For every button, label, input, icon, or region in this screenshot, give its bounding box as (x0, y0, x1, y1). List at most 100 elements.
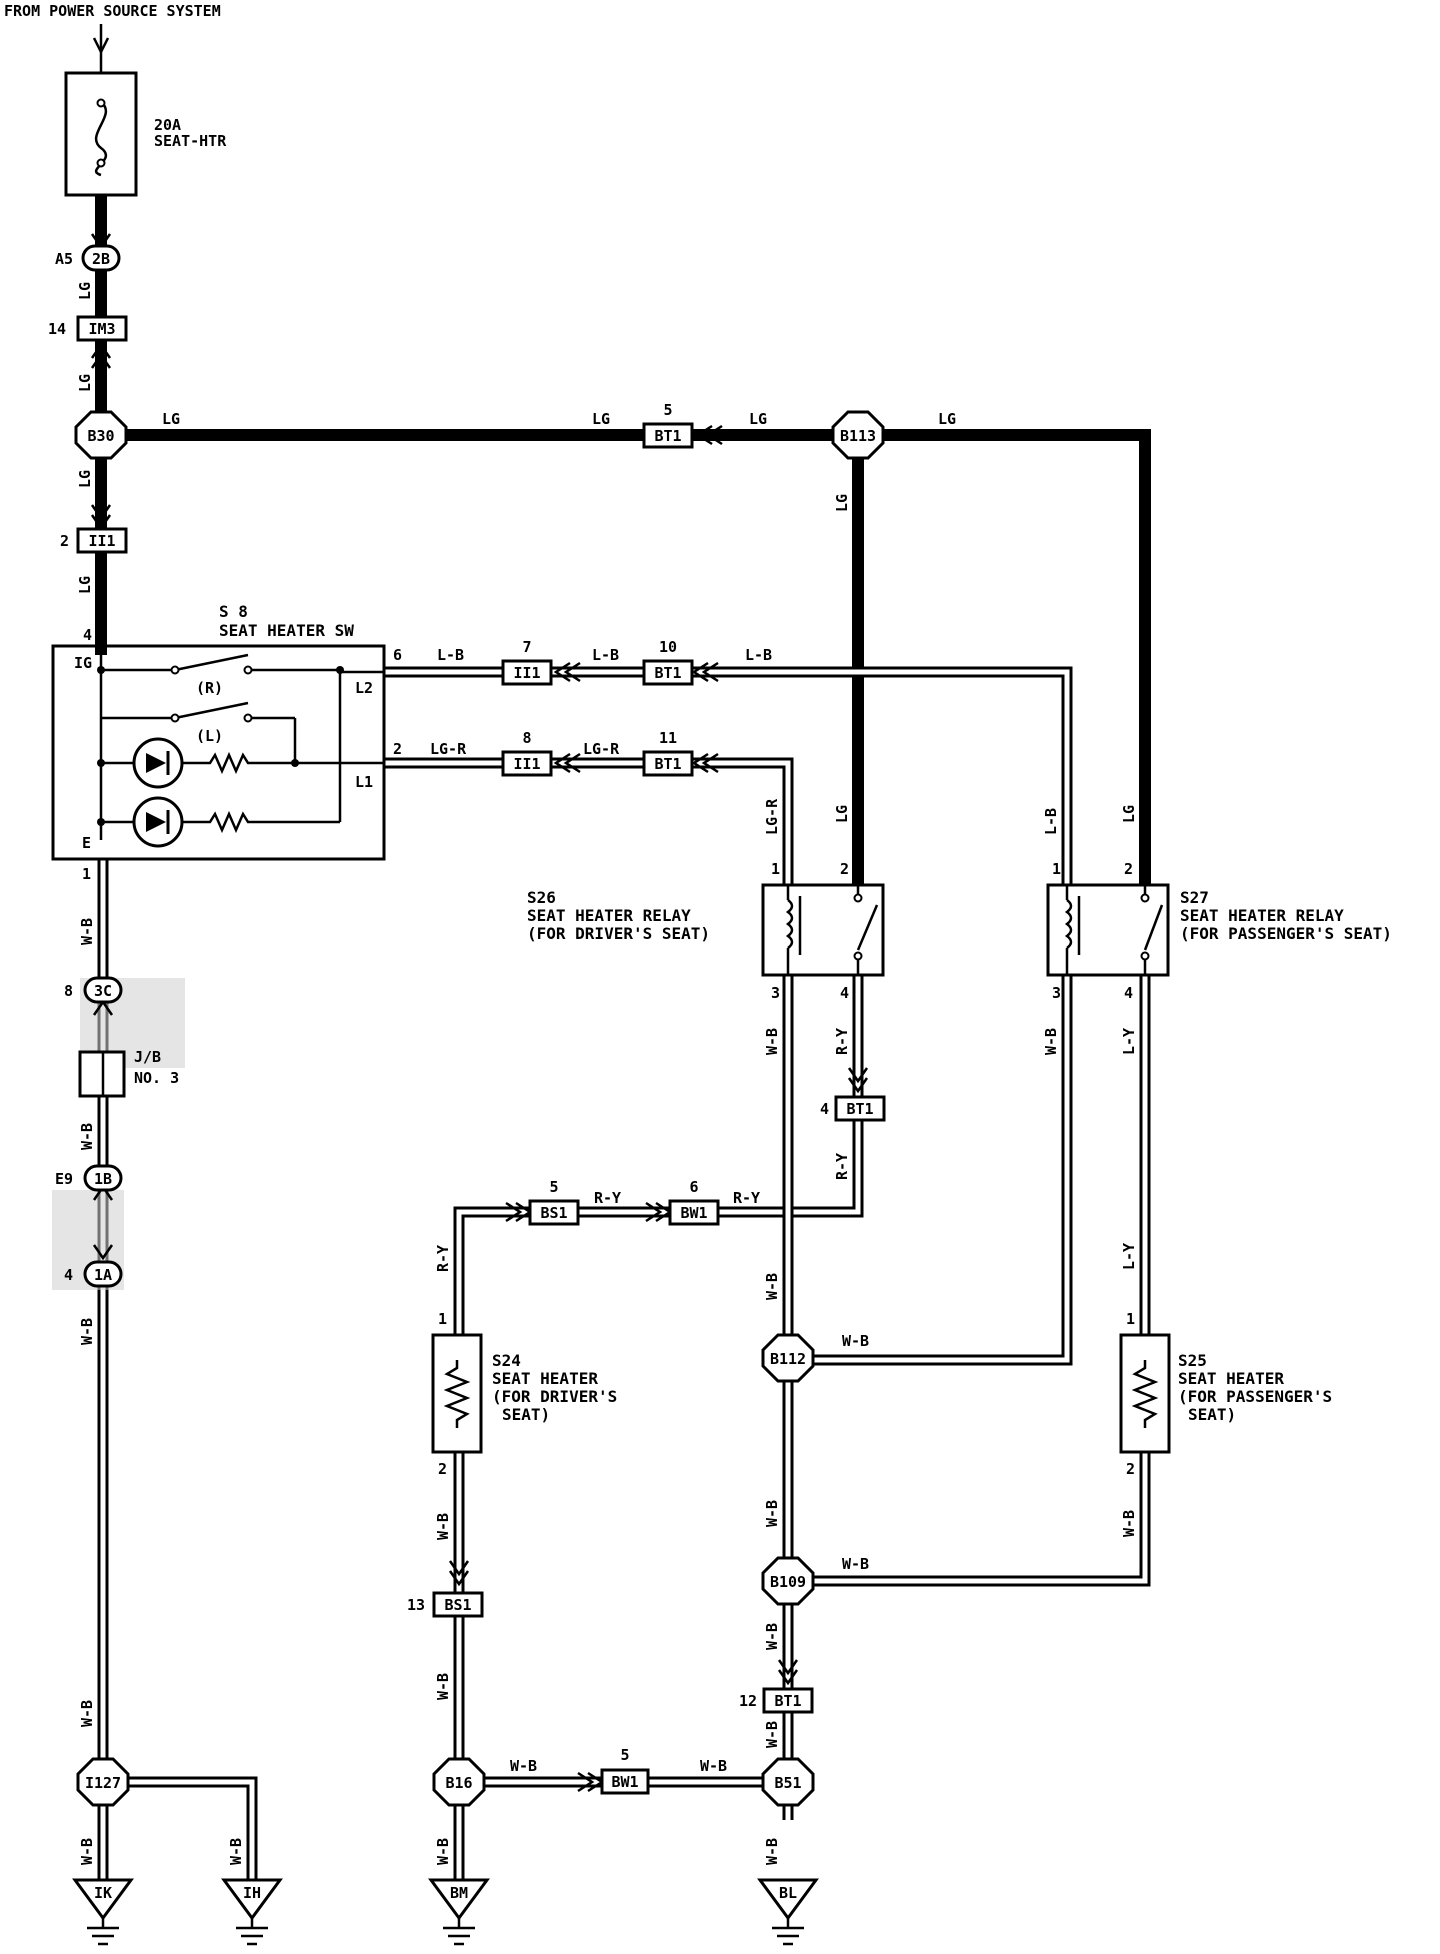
splice-i127: I127 (76, 1757, 130, 1807)
wire-label: W-B (78, 1123, 96, 1150)
connector-1a: 1A (83, 1260, 123, 1288)
wire-label: LG (938, 410, 956, 428)
svg-text:BW1: BW1 (680, 1204, 707, 1222)
connector-ii1-7-pin: 7 (522, 638, 531, 656)
svg-text:II1: II1 (88, 532, 115, 550)
connector-2b: 2B (81, 244, 121, 272)
wire-label: W-B (842, 1555, 869, 1573)
relay-passenger-pin4: 4 (1124, 984, 1133, 1002)
splice-b30: B30 (74, 410, 128, 460)
wire-label: W-B (1042, 1028, 1060, 1055)
relay-driver-sub: (FOR DRIVER'S SEAT) (527, 924, 710, 943)
relay-passenger-pin2: 2 (1124, 860, 1133, 878)
relay-passenger-name: SEAT HEATER RELAY (1180, 906, 1344, 925)
switch-ig: IG (74, 654, 92, 672)
connector-bt1-10-pin: 10 (659, 638, 677, 656)
switch-pin1: 1 (82, 865, 91, 883)
svg-text:BT1: BT1 (846, 1100, 873, 1118)
connector-bs1-13-pin: 13 (407, 1596, 425, 1614)
heater-driver-pin2: 2 (438, 1460, 447, 1478)
relay-passenger-id: S27 (1180, 888, 1209, 907)
svg-text:BW1: BW1 (611, 1773, 638, 1791)
switch-pin4: 4 (83, 626, 92, 644)
fuse-name: SEAT-HTR (154, 132, 227, 150)
switch-name: SEAT HEATER SW (219, 621, 354, 640)
seat-heater-driver (431, 1333, 483, 1454)
wire-label: W-B (763, 1273, 781, 1300)
seat-heater-passenger (1119, 1333, 1171, 1454)
heater-passenger-id: S25 (1178, 1351, 1207, 1370)
svg-text:BT1: BT1 (654, 755, 681, 773)
jb-line1: J/B (134, 1048, 161, 1066)
relay-driver-pin3: 3 (771, 984, 780, 1002)
switch-id: S 8 (219, 602, 248, 621)
heater-driver-pin1: 1 (438, 1310, 447, 1328)
wire-label: LG (833, 805, 851, 823)
svg-text:BM: BM (450, 1884, 468, 1902)
connector-bt1-11-pin: 11 (659, 729, 677, 747)
splice-b51: B51 (761, 1757, 815, 1807)
connector-1b: 1B (83, 1164, 123, 1192)
relay-passenger-pin1: 1 (1052, 860, 1061, 878)
svg-text:B30: B30 (87, 427, 114, 445)
heater-driver-id: S24 (492, 1351, 521, 1370)
relay-driver-id: S26 (527, 888, 556, 907)
connector-ii1-7: II1 (501, 659, 553, 686)
svg-text:I127: I127 (85, 1774, 121, 1792)
wire-label: W-B (763, 1623, 781, 1650)
wire-label: W-B (842, 1332, 869, 1350)
wire-label: L-B (1042, 808, 1060, 835)
connector-ii1-8: II1 (501, 750, 553, 777)
ground-bl: BL (757, 1878, 819, 1946)
seat-heater-switch (51, 644, 386, 861)
wire-label: W-B (78, 1318, 96, 1345)
svg-text:3C: 3C (94, 982, 112, 1000)
connector-im3: IM3 (76, 315, 128, 342)
wire-label: LG (162, 410, 180, 428)
wire-label: W-B (227, 1838, 245, 1865)
wire-label: LG (76, 576, 94, 594)
svg-text:B16: B16 (445, 1774, 472, 1792)
wire-label: LG (76, 470, 94, 488)
relay-driver-name: SEAT HEATER RELAY (527, 906, 691, 925)
wire-label: LG-R (763, 798, 781, 835)
svg-text:B112: B112 (770, 1350, 806, 1368)
svg-text:1B: 1B (94, 1170, 112, 1188)
wire-label: LG (76, 374, 94, 392)
wire-label: W-B (434, 1513, 452, 1540)
connector-bw1-5: BW1 (600, 1768, 650, 1795)
fuse-rating: 20A (154, 116, 181, 134)
svg-text:BL: BL (779, 1884, 797, 1902)
switch-pin2: 2 (393, 740, 402, 758)
wire-label: W-B (763, 1838, 781, 1865)
relay-driver-pin2: 2 (840, 860, 849, 878)
svg-text:IK: IK (94, 1884, 112, 1902)
wire-label: R-Y (833, 1153, 851, 1180)
relay-passenger (1046, 883, 1170, 977)
svg-text:B51: B51 (774, 1774, 801, 1792)
splice-b109: B109 (761, 1556, 815, 1606)
wire-label: L-B (437, 646, 464, 664)
relay-driver-pin1: 1 (771, 860, 780, 878)
connector-bw1-5-pin: 5 (620, 1746, 629, 1764)
wire-label: W-B (78, 1700, 96, 1727)
connector-bt1-12-pin: 12 (739, 1692, 757, 1710)
fuse-20a (64, 71, 138, 197)
connector-bt1-5: BT1 (642, 422, 694, 449)
connector-bt1-11: BT1 (642, 750, 694, 777)
wire-label: LG (749, 410, 767, 428)
wire-label: W-B (763, 1028, 781, 1055)
relay-driver-pin4: 4 (840, 984, 849, 1002)
connector-bt1-10: BT1 (642, 659, 694, 686)
connector-bt1-4-pin: 4 (820, 1100, 829, 1118)
wire-label: LG-R (430, 740, 467, 758)
heater-passenger-name: SEAT HEATER (1178, 1369, 1284, 1388)
wire-label: R-Y (833, 1028, 851, 1055)
wire-label: W-B (78, 1838, 96, 1865)
svg-text:1A: 1A (94, 1266, 112, 1284)
switch-l1: L1 (355, 773, 373, 791)
svg-text:IM3: IM3 (88, 320, 115, 338)
heater-driver-name: SEAT HEATER (492, 1369, 598, 1388)
ground-ih: IH (221, 1878, 283, 1946)
connector-3c: 3C (83, 976, 123, 1004)
